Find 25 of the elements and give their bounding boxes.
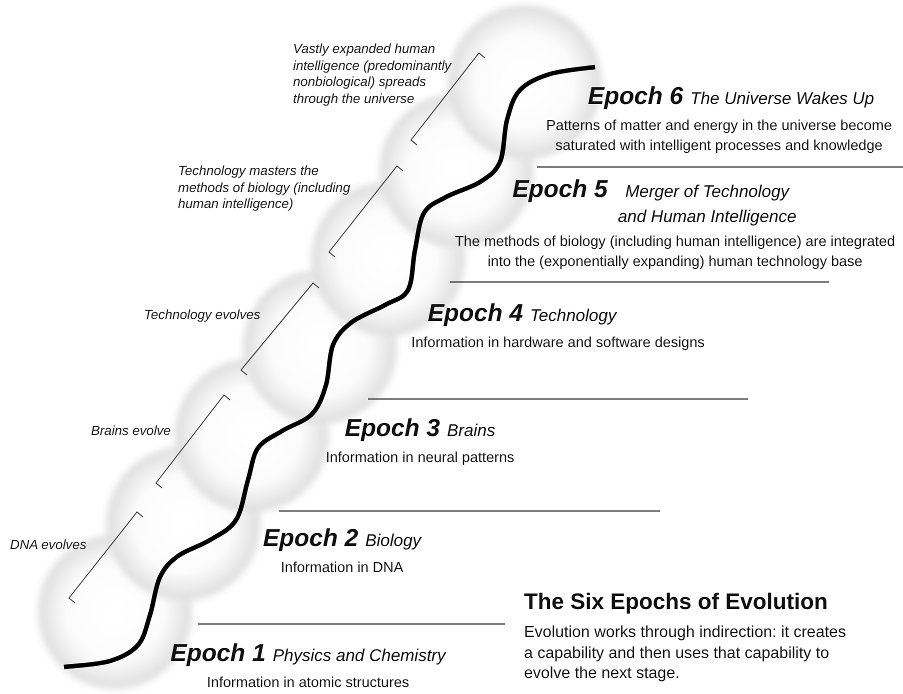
transition-label: DNA evolves xyxy=(10,537,86,554)
epoch-number: Epoch 2 xyxy=(262,525,358,553)
epoch-number: Epoch 1 xyxy=(170,640,266,668)
epoch-number: Epoch 6 xyxy=(588,83,684,111)
epoch-description: Patterns of matter and energy in the universe become saturated with intelligent processes and knowledge xyxy=(545,117,893,156)
transition-label: Technology evolves xyxy=(144,307,260,324)
transition-label: Technology masters the methods of biology (including human intelligence) xyxy=(178,163,352,214)
epoch-description: The methods of biology (including human intelligence) are integrated into the (exponentially expanding) human technology base xyxy=(454,233,896,272)
caption-text: Evolution works through indirection: it creates a capability and then uses that capability to evolve the next stage. xyxy=(524,623,847,684)
epoch-name: Physics and Chemistry xyxy=(272,645,446,667)
transition-label: Vastly expanded human intelligence (predominantly nonbiological) spreads through the universe xyxy=(293,41,453,108)
epoch-number: Epoch 3 xyxy=(344,415,440,443)
epoch-name: The Universe Wakes Up xyxy=(690,88,874,110)
epoch-name: Merger of Technology and Human Intelligence xyxy=(616,181,798,228)
epoch-name: Biology xyxy=(365,530,422,552)
diagram-title: The Six Epochs of Evolution xyxy=(524,589,828,615)
epoch-description: Information in hardware and software designs xyxy=(410,334,706,353)
epoch-name: Technology xyxy=(530,305,616,327)
epoch-number: Epoch 4 xyxy=(428,300,523,328)
epoch-description: Information in neural patterns xyxy=(324,449,516,468)
epoch-name: Brains xyxy=(447,420,496,442)
epoch-description: Information in atomic structures xyxy=(206,674,410,693)
transition-label: Brains evolve xyxy=(91,423,171,440)
epoch-description: Information in DNA xyxy=(280,559,404,578)
epoch-number: Epoch 5 xyxy=(512,177,608,202)
